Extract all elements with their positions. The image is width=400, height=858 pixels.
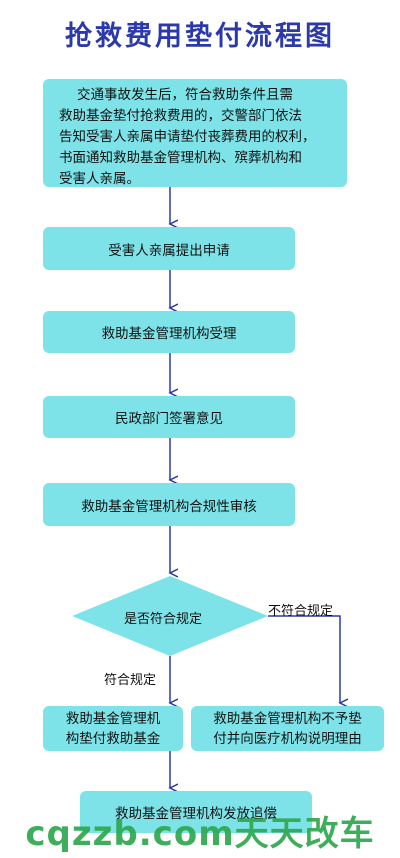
final-node: 救助基金管理机构发放追偿	[80, 791, 312, 833]
yes-line: 构垫付救助基金	[65, 730, 161, 747]
apply-label: 受害人亲属提出申请	[108, 242, 230, 259]
civil-affairs-label: 民政部门签署意见	[115, 411, 223, 427]
start-line: 交通事故发生后，符合救助条件且需	[77, 87, 293, 103]
start-line: 受害人亲属。	[59, 171, 140, 187]
yes-line: 救助基金管理机	[65, 710, 161, 727]
no-node: 救助基金管理机构不予垫 付并向医疗机构说明理由	[191, 706, 384, 751]
final-label: 救助基金管理机构发放追偿	[115, 806, 277, 822]
apply-node: 受害人亲属提出申请	[43, 227, 295, 270]
start-line: 书面通知救助基金管理机构、殡葬机构和	[59, 150, 302, 166]
arrow-decision-to-no	[268, 615, 340, 703]
no-line: 救助基金管理机构不予垫	[213, 710, 362, 727]
accept-label: 救助基金管理机构受理	[101, 326, 237, 342]
start-node: 交通事故发生后，符合救助条件且需 救助基金垫付抢救费用的，交警部门依法 告知受害…	[43, 79, 347, 187]
yes-node: 救助基金管理机 构垫付救助基金	[43, 706, 183, 751]
edge-label-yes: 符合规定	[104, 673, 157, 688]
decision-diamond	[72, 576, 268, 656]
edge-label-no: 不符合规定	[268, 604, 334, 619]
accept-node: 救助基金管理机构受理	[43, 311, 295, 353]
review-label: 救助基金管理机构合规性审核	[81, 498, 257, 515]
no-line: 付并向医疗机构说明理由	[213, 730, 362, 747]
start-line: 告知受害人亲属申请垫付丧葬费用的权利，	[59, 129, 316, 145]
review-node: 救助基金管理机构合规性审核	[43, 483, 295, 526]
start-line: 救助基金垫付抢救费用的，交警部门依法	[59, 108, 302, 124]
civil-affairs-node: 民政部门签署意见	[43, 396, 295, 438]
decision-label: 是否符合规定	[124, 612, 203, 627]
watermark: cqzzb.com天天改车	[25, 814, 375, 854]
page-title: 抢救费用垫付流程图	[65, 21, 335, 52]
